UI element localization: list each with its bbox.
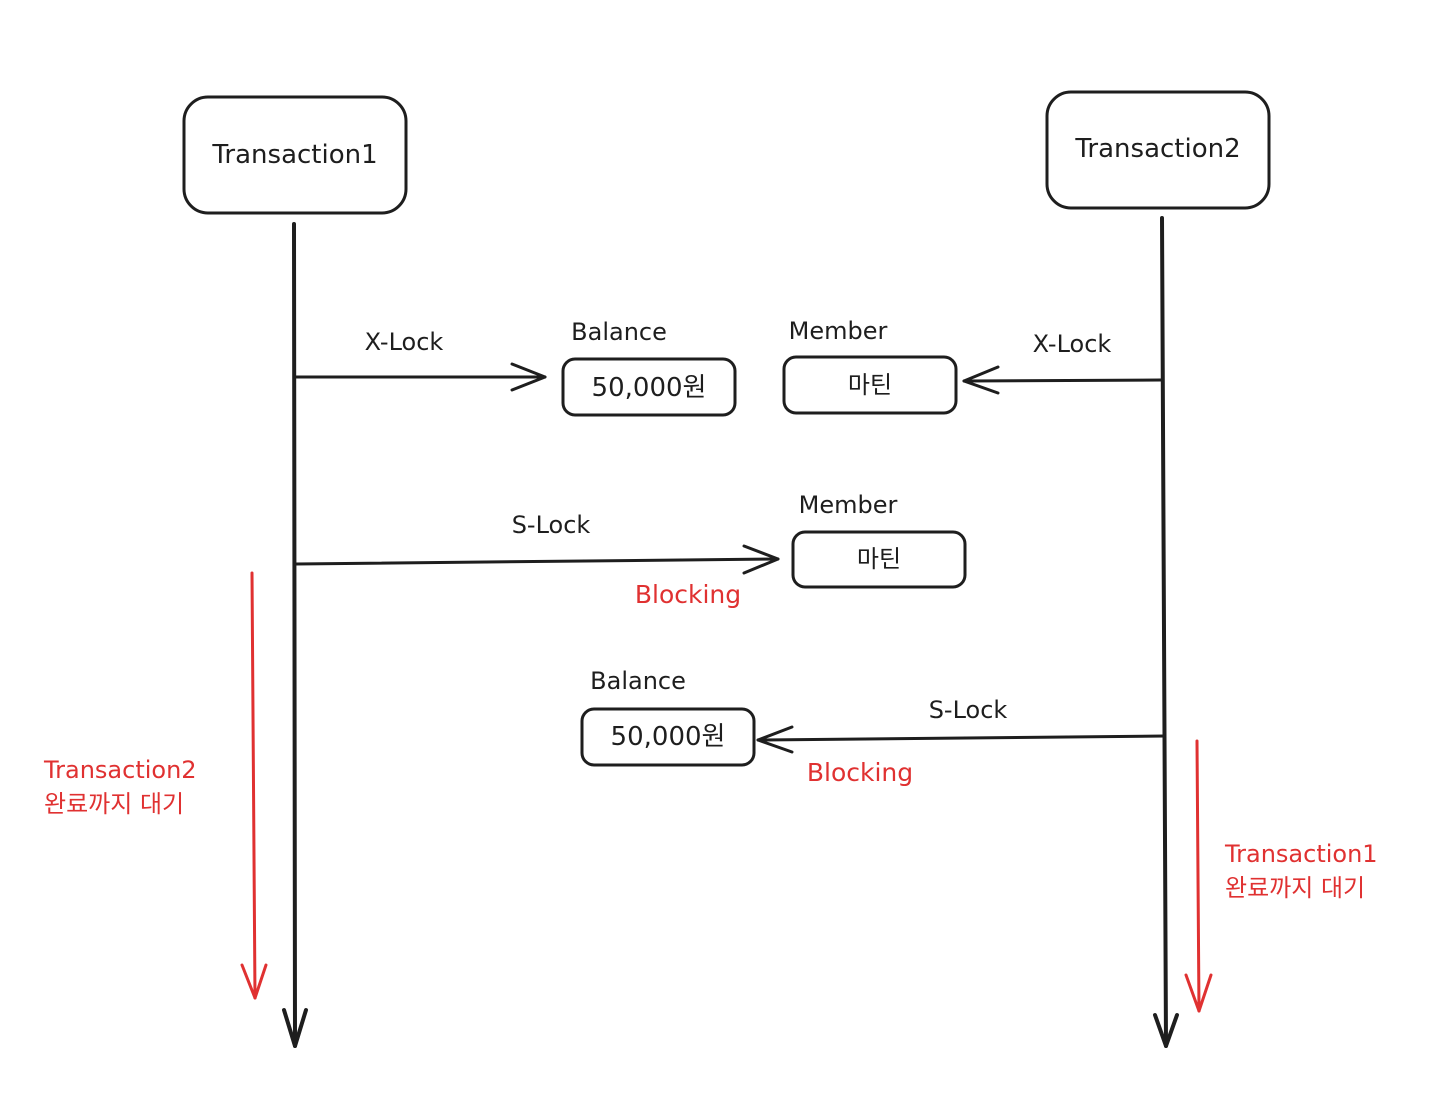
- lifeline-line: [1160, 216, 1168, 1048]
- wait-annotation-transaction2: Transaction1 완료까지 대기: [1184, 739, 1378, 1013]
- lock-label: X-Lock: [1033, 330, 1112, 358]
- wait-line2: 완료까지 대기: [1225, 874, 1365, 902]
- lock-label: S-Lock: [929, 696, 1008, 724]
- resource-box-member[interactable]: 마틴: [791, 530, 967, 589]
- arrow-line: [756, 734, 1167, 742]
- arrowhead-right-icon: [742, 544, 780, 575]
- arrowhead-down-icon: [1184, 973, 1213, 1013]
- lock-label: X-Lock: [365, 328, 444, 356]
- wait-arrow-line: [1195, 739, 1201, 1013]
- resource-label: Balance: [571, 318, 667, 346]
- wait-line1: Transaction1: [1224, 840, 1378, 868]
- arrowhead-down-icon: [282, 1008, 308, 1048]
- arrowhead-left-icon: [962, 365, 1000, 395]
- resource-value: 마틴: [848, 371, 892, 399]
- resource-box-balance[interactable]: 50,000원: [561, 357, 737, 417]
- resource-box-member[interactable]: 마틴: [782, 355, 958, 415]
- lifeline-line: [292, 222, 297, 1048]
- participant-transaction1[interactable]: Transaction1: [182, 95, 408, 215]
- resource-value: 마틴: [857, 545, 901, 573]
- lock-label: S-Lock: [512, 511, 591, 539]
- resource-box-balance[interactable]: 50,000원: [580, 707, 756, 767]
- participant-label: Transaction2: [1074, 134, 1240, 164]
- wait-line1: Transaction2: [43, 756, 197, 784]
- participant-transaction2[interactable]: Transaction2: [1045, 90, 1271, 210]
- arrowhead-down-icon: [1153, 1013, 1179, 1048]
- arrow-line: [962, 378, 1163, 383]
- wait-line2: 완료까지 대기: [44, 790, 184, 818]
- step-t2-slock-balance: S-Lock Blocking Balance 50,000원: [580, 667, 1167, 787]
- arrowhead-right-icon: [510, 362, 547, 392]
- participant-box: [1045, 90, 1271, 210]
- step-t1-xlock-balance: X-Lock Balance 50,000원: [294, 318, 737, 417]
- arrow-line: [294, 557, 780, 566]
- resource-value: 50,000원: [592, 373, 707, 403]
- arrowhead-down-icon: [240, 963, 268, 1000]
- lifeline-transaction1: [282, 222, 308, 1048]
- resource-label: Member: [799, 491, 898, 519]
- blocking-label: Blocking: [807, 758, 913, 787]
- step-t2-xlock-member: X-Lock Member 마틴: [782, 317, 1163, 415]
- resource-label: Balance: [590, 667, 686, 695]
- resource-value: 50,000원: [611, 722, 726, 752]
- blocking-label: Blocking: [635, 580, 741, 609]
- lifeline-transaction2: [1153, 216, 1179, 1048]
- resource-label: Member: [789, 317, 888, 345]
- wait-arrow-line: [250, 571, 257, 1000]
- participant-box: [182, 95, 408, 215]
- wait-annotation-transaction1: Transaction2 완료까지 대기: [43, 571, 268, 1000]
- participant-label: Transaction1: [211, 140, 377, 170]
- step-t1-slock-member: S-Lock Blocking Member 마틴: [294, 491, 967, 609]
- arrowhead-left-icon: [756, 725, 794, 754]
